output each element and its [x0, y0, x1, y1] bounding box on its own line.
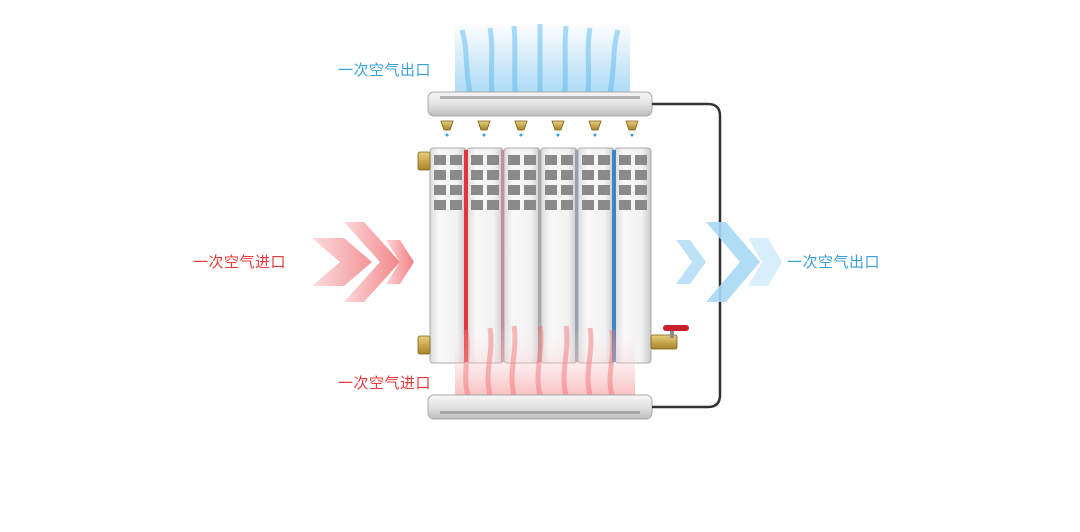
- brass-fitting: [417, 335, 431, 355]
- right-outlet-label: 一次空气出口: [787, 253, 881, 271]
- radiator-column: [614, 147, 652, 364]
- pipe-segment: [575, 150, 578, 362]
- red-handle-valve-icon: [650, 325, 689, 350]
- air-vent-valves: [440, 120, 639, 137]
- pipe-segment: [538, 150, 541, 362]
- radiator-column: [577, 147, 615, 364]
- left-inlet-label: 一次空气进口: [193, 253, 287, 271]
- brass-fitting: [417, 151, 431, 171]
- hot-pipe: [464, 150, 468, 362]
- cold-pipe: [612, 150, 616, 362]
- return-loop-pipe: [652, 102, 722, 409]
- top-header-bar: [427, 91, 653, 117]
- bottom-inlet-label: 一次空气进口: [338, 374, 432, 392]
- cold-air-outflow: [455, 22, 630, 93]
- chevron-arrow-right-icon: [676, 222, 782, 302]
- pipe-segment: [501, 150, 504, 362]
- bottom-header-bar: [427, 394, 653, 420]
- top-outlet-label: 一次空气出口: [338, 61, 432, 79]
- hot-air-inflow: [455, 325, 635, 396]
- radiator-column: [466, 147, 504, 364]
- chevron-arrow-right-icon: [312, 222, 414, 302]
